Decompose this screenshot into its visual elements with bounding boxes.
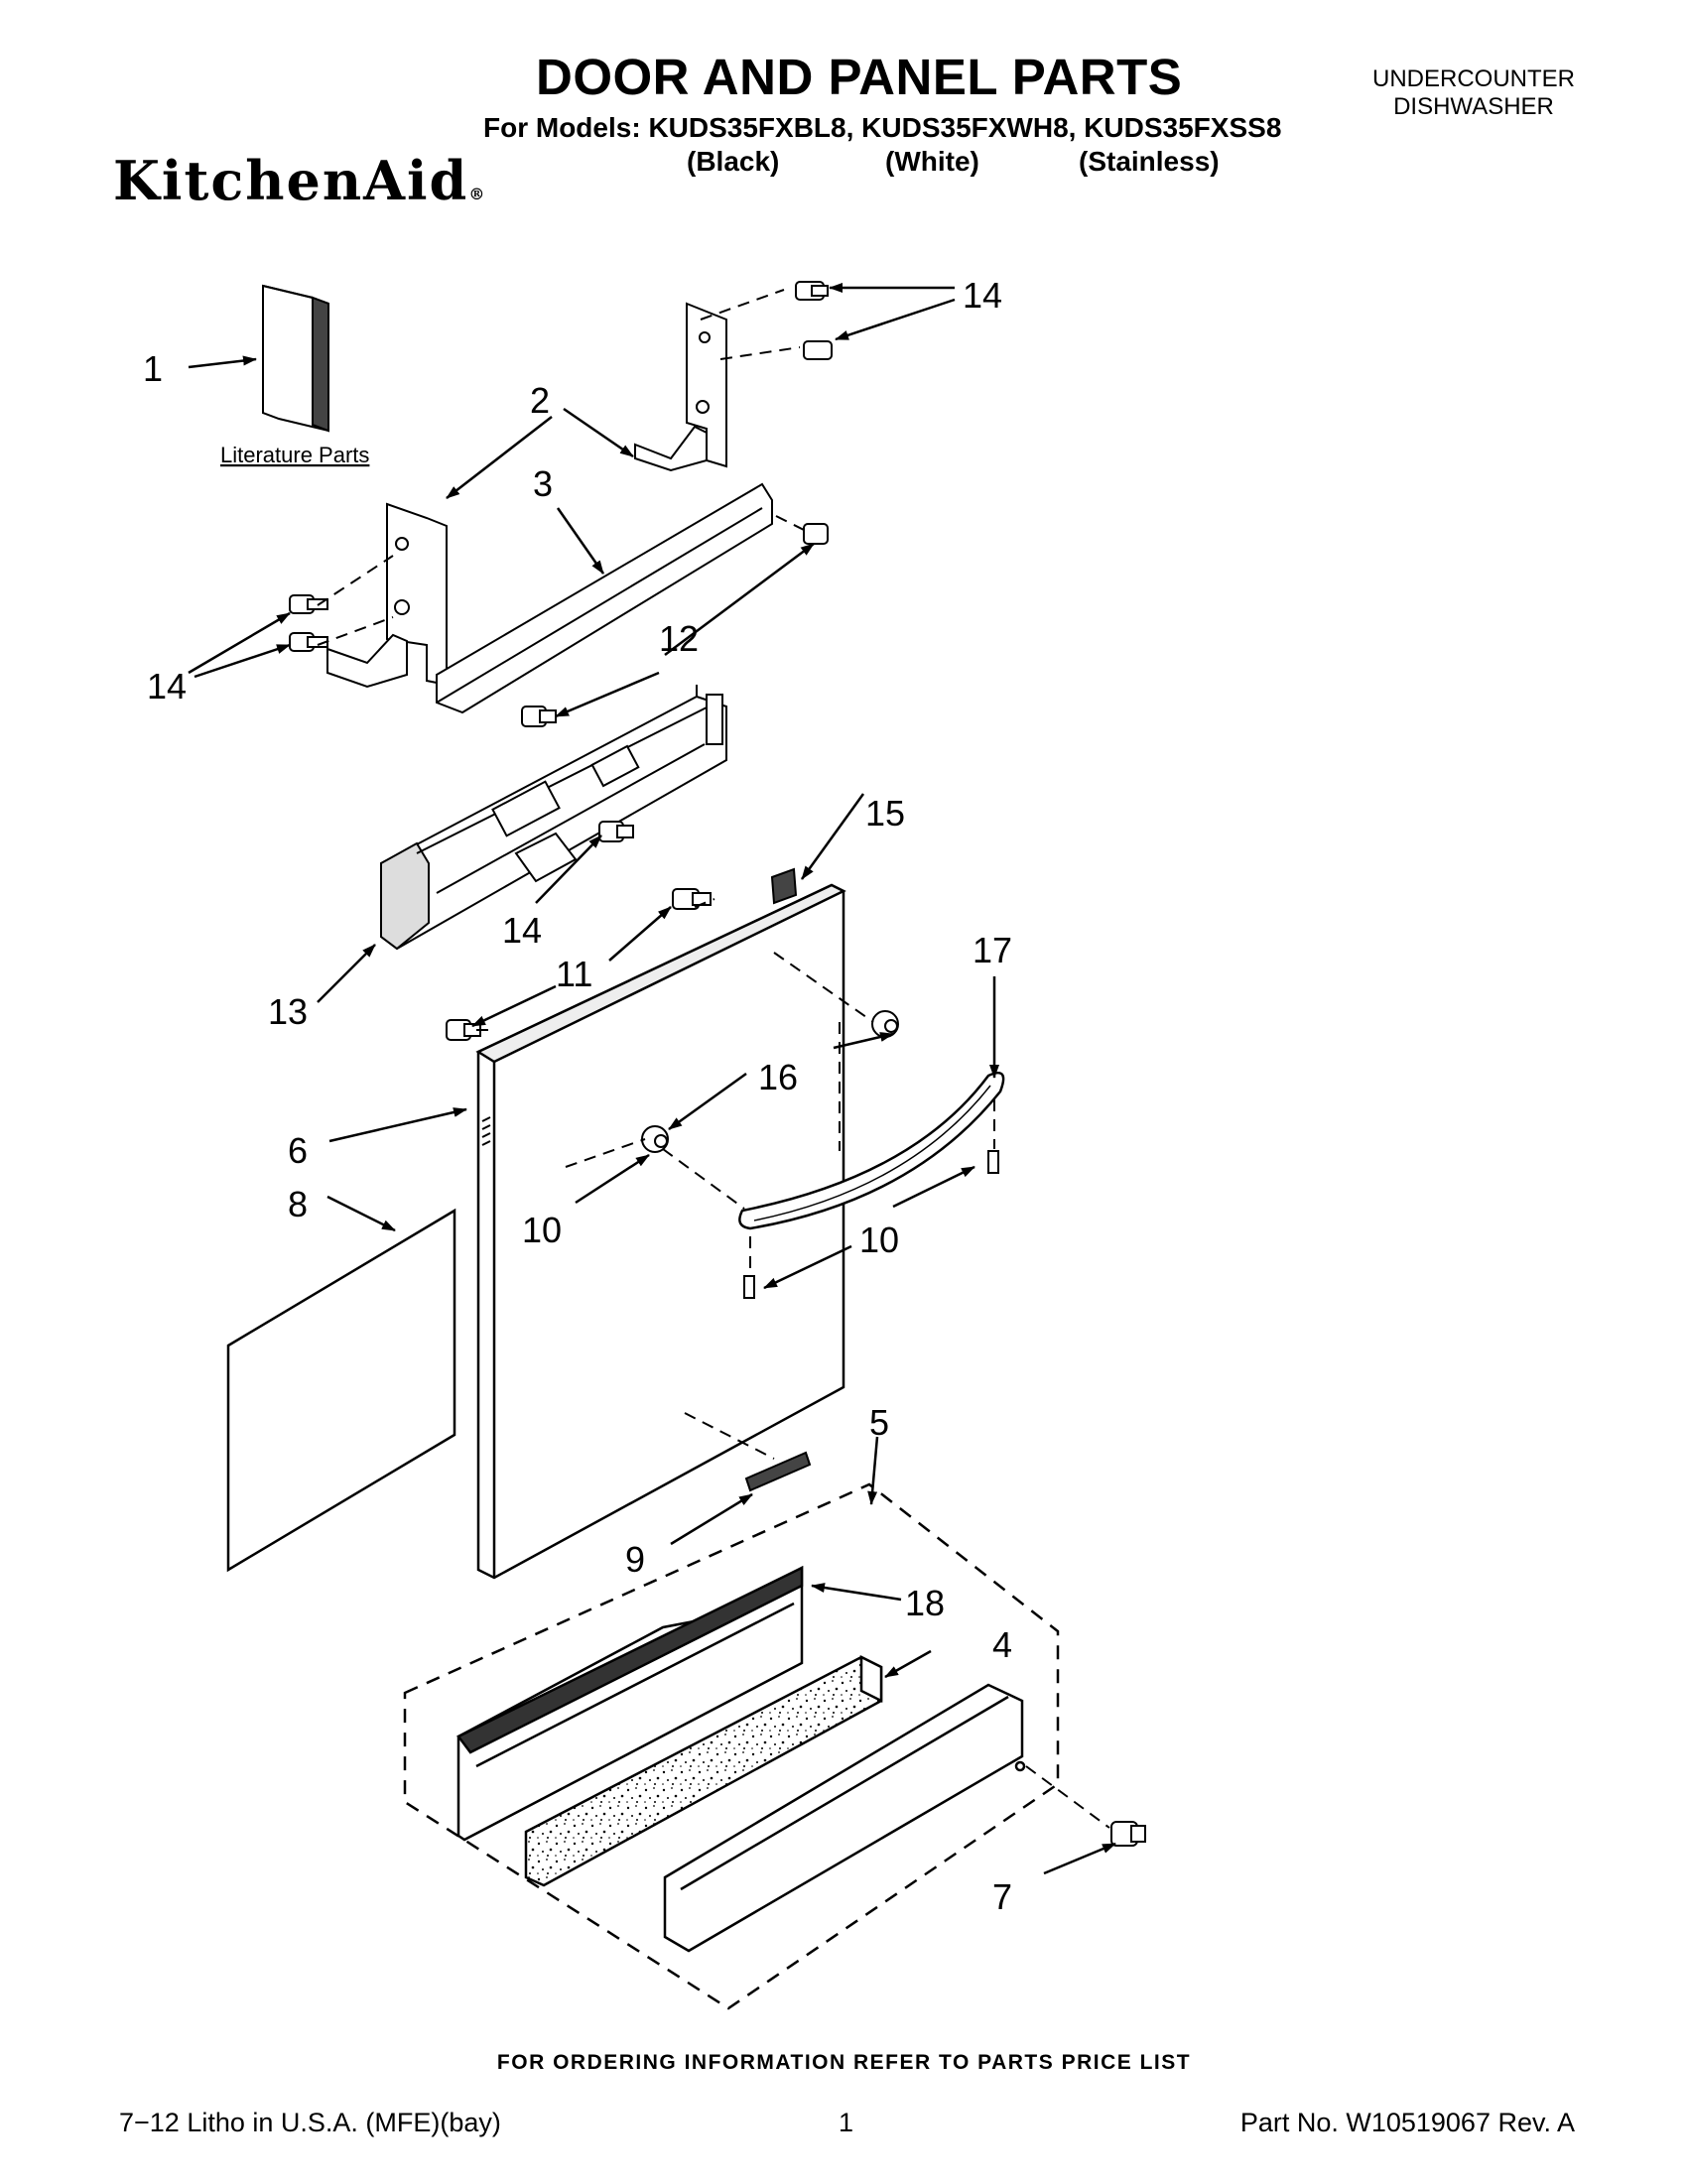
brand-logo: KitchenAid® xyxy=(113,149,484,212)
appliance-type-line2: DISHWASHER xyxy=(1393,93,1554,120)
registered-mark: ® xyxy=(468,185,485,203)
model-list: For Models: KUDS35FXBL8, KUDS35FXWH8, KU… xyxy=(483,112,1282,143)
print-info: 7−12 Litho in U.S.A. (MFE)(bay) xyxy=(119,2108,501,2137)
callout-13: 13 xyxy=(268,991,308,1032)
control-console xyxy=(380,685,727,951)
door-clip xyxy=(770,867,798,905)
toe-kick-group-outline xyxy=(403,1482,1060,2010)
appliance-type: UNDERCOUNTER DISHWASHER xyxy=(1372,65,1575,121)
callout-7: 7 xyxy=(992,1876,1012,1917)
callout-16: 16 xyxy=(758,1057,798,1097)
callout-18: 18 xyxy=(905,1583,945,1623)
finish-stainless: (Stainless) xyxy=(1079,146,1220,177)
literature-parts-label: Literature Parts xyxy=(220,443,369,467)
hinge-bracket-left xyxy=(326,502,448,689)
callout-17: 17 xyxy=(973,930,1012,970)
callout-12: 12 xyxy=(659,618,699,659)
hinge-bracket-right xyxy=(634,302,727,472)
callout-3: 3 xyxy=(533,463,553,504)
literature-booklet xyxy=(262,284,329,433)
page-number: 1 xyxy=(839,2108,854,2137)
handle-stud xyxy=(743,1150,999,1299)
toe-kick-insulation xyxy=(524,1654,883,1887)
page-title: DOOR AND PANEL PARTS xyxy=(536,49,1183,105)
callout-9: 9 xyxy=(625,1539,645,1580)
callout-1: 1 xyxy=(143,348,163,389)
callout-8: 8 xyxy=(288,1184,308,1224)
finish-black: (Black) xyxy=(687,146,780,177)
part-number: Part No. W10519067 Rev. A xyxy=(1239,2108,1575,2137)
callout-4: 4 xyxy=(992,1624,1012,1665)
ordering-note: FOR ORDERING INFORMATION REFER TO PARTS … xyxy=(496,2051,1192,2074)
alignment-lines xyxy=(317,289,1110,1829)
toe-kick-panel xyxy=(456,1565,804,1842)
callout-10-left: 10 xyxy=(522,1210,562,1250)
door-handle xyxy=(738,1072,1005,1230)
insulation-sheet xyxy=(226,1208,456,1573)
callout-14-middle: 14 xyxy=(502,910,542,951)
callout-14-left: 14 xyxy=(147,666,187,707)
toe-kick-bracket xyxy=(663,1683,1026,1953)
callout-14-top: 14 xyxy=(963,275,1002,316)
callout-15: 15 xyxy=(865,793,905,834)
appliance-type-line1: UNDERCOUNTER xyxy=(1372,65,1575,92)
finish-white: (White) xyxy=(885,146,979,177)
outer-door-panel xyxy=(475,883,846,1580)
callout-5: 5 xyxy=(869,1402,889,1443)
brand-name: KitchenAid xyxy=(113,149,469,212)
handle-mount xyxy=(641,1010,899,1153)
callout-6: 6 xyxy=(288,1130,308,1171)
callout-2: 2 xyxy=(530,380,550,421)
top-trim-rail xyxy=(436,482,773,714)
nameplate xyxy=(744,1451,812,1492)
callout-11: 11 xyxy=(556,954,592,994)
screw xyxy=(289,281,1146,1847)
callout-10-right: 10 xyxy=(859,1220,899,1260)
callout-numbers: 1 2 3 14 14 12 14 15 13 11 17 6 16 8 10 … xyxy=(143,275,1012,1917)
leader-arrows xyxy=(188,283,1116,1875)
